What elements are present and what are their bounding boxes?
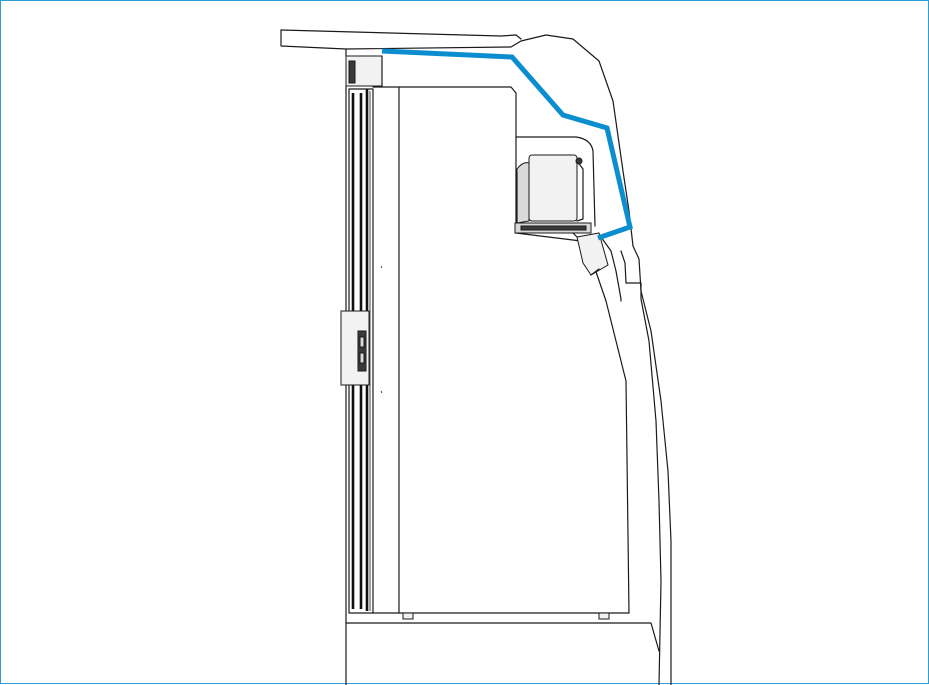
front-latch xyxy=(340,310,370,386)
right-body-shell xyxy=(600,236,672,685)
paper-path-highlight xyxy=(381,48,633,241)
feet xyxy=(402,612,610,620)
main-body xyxy=(372,86,630,614)
rear-tray xyxy=(345,48,383,87)
top-cover xyxy=(280,29,634,247)
base-plate xyxy=(345,615,660,685)
scanner-unit xyxy=(514,154,609,276)
